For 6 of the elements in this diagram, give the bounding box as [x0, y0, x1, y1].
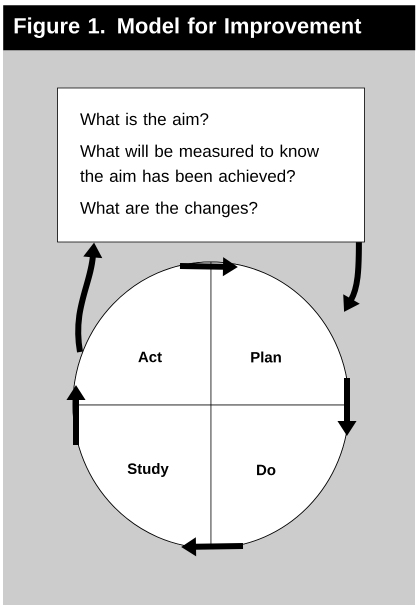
- quadrant: Act: [72, 262, 212, 406]
- quadrant: Plan: [210, 262, 350, 406]
- title-bar: Figure 1. Model for Improvement: [3, 5, 416, 50]
- quadrant: Study: [72, 404, 212, 548]
- quadrant: Do: [210, 404, 350, 548]
- question-box: What is the aim? What will be measured to know the aim has been achieved? What are the changes?: [57, 88, 365, 242]
